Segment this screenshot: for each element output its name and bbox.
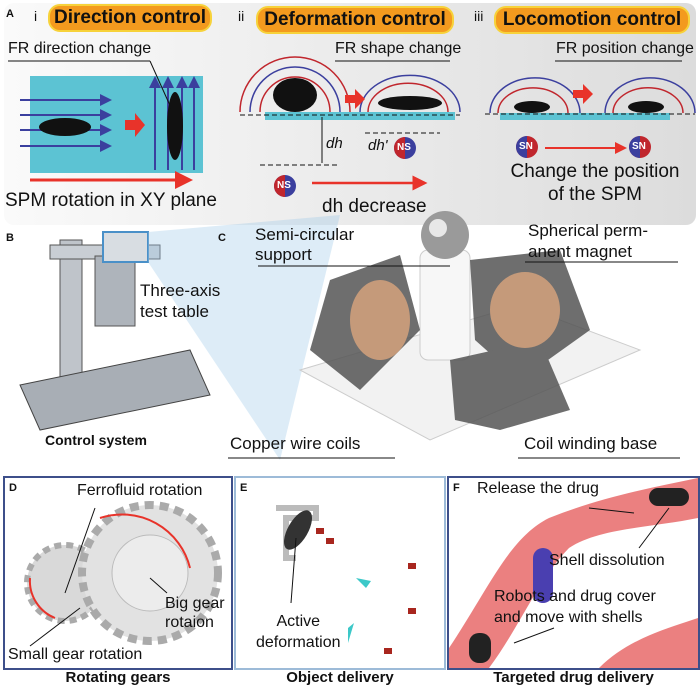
panel-label-f: F	[453, 482, 460, 494]
small-gear-label: Small gear rotation	[8, 646, 143, 663]
label-line: support	[255, 245, 312, 264]
drug-delivery-caption: Targeted drug delivery	[493, 669, 654, 686]
panel-e: E Active deformation	[234, 476, 446, 670]
label-line: rotaion	[165, 614, 214, 631]
subpanel-number: ii	[238, 8, 245, 24]
ferrofluid-rotation-label: Ferrofluid rotation	[77, 482, 203, 499]
label-line: Three-axis	[140, 281, 221, 300]
panel-label-e: E	[240, 482, 248, 494]
magnets	[274, 136, 651, 197]
control-system-caption: Control system	[45, 432, 147, 448]
panel-d: D Ferrofluid rotation Big gear rotaion Sm…	[3, 476, 233, 670]
panel-label-b: B	[6, 232, 14, 244]
direction-control-badge: Direction control	[48, 4, 212, 32]
label-line: deformation	[256, 634, 341, 651]
drug-delivery-drawing	[449, 478, 698, 668]
release-drug-label: Release the drug	[477, 480, 599, 497]
ferrofluid-droplet	[39, 118, 91, 136]
label-line: Active	[276, 613, 321, 630]
caption-line: Change the position	[510, 161, 680, 182]
magnet-label: Spherical perm-anent magnet	[528, 220, 648, 262]
spm-rotation-caption: SPM rotation in XY plane	[5, 190, 217, 211]
label-line: Robots and drug cover	[494, 588, 656, 605]
fr-shape-change-label: FR shape change	[335, 40, 462, 57]
robots-label: Robots and drug cover and move with shell…	[494, 586, 656, 628]
panel-label-c: C	[218, 232, 226, 244]
magnet-sn: SN	[632, 141, 646, 152]
subpanel-number: iii	[474, 8, 484, 24]
locomotion-control-badge: Locomotion control	[494, 6, 690, 34]
panel-a-drawings	[8, 56, 696, 197]
deformation-control-badge: Deformation control	[256, 6, 454, 34]
fr-direction-change-label: FR direction change	[8, 40, 152, 57]
label-line: test table	[140, 302, 209, 321]
magnet-ns: NS	[277, 180, 291, 191]
label-line: Semi-circular	[255, 225, 355, 244]
dh-prime-label: dh'	[368, 137, 388, 154]
coil-base-label: Coil winding base	[524, 434, 658, 453]
caption-line: of the SPM	[548, 184, 642, 205]
panel-label-d: D	[9, 482, 17, 494]
rotating-gears-caption: Rotating gears	[65, 669, 171, 686]
gears-drawing	[24, 501, 222, 647]
active-deformation-label: Active deformation	[256, 611, 341, 653]
dh-decrease-caption: dh decrease	[322, 196, 427, 217]
label-line: anent magnet	[528, 242, 632, 261]
magnet-sn: SN	[519, 141, 533, 152]
object-delivery-drawing	[276, 505, 416, 654]
panel-b-c-drawings	[19, 211, 680, 460]
label-line: Big gear	[165, 595, 225, 612]
object-delivery-caption: Object delivery	[286, 669, 394, 686]
subpanel-number: i	[34, 8, 38, 24]
label-line: and move with shells	[494, 609, 643, 626]
magnet-ns: NS	[397, 142, 411, 153]
copper-coils-label: Copper wire coils	[230, 434, 361, 453]
big-gear-label: Big gear rotaion	[165, 594, 225, 632]
three-axis-label: Three-axis test table	[140, 280, 220, 322]
panel-label-a: A	[6, 8, 14, 20]
dh-label: dh	[326, 135, 343, 152]
label-line: Spherical perm-	[528, 221, 648, 240]
fr-position-change-label: FR position change	[556, 40, 694, 57]
panel-f: F Release the drug Shell dissolution Rob…	[447, 476, 700, 670]
shell-dissolution-label: Shell dissolution	[549, 552, 665, 569]
